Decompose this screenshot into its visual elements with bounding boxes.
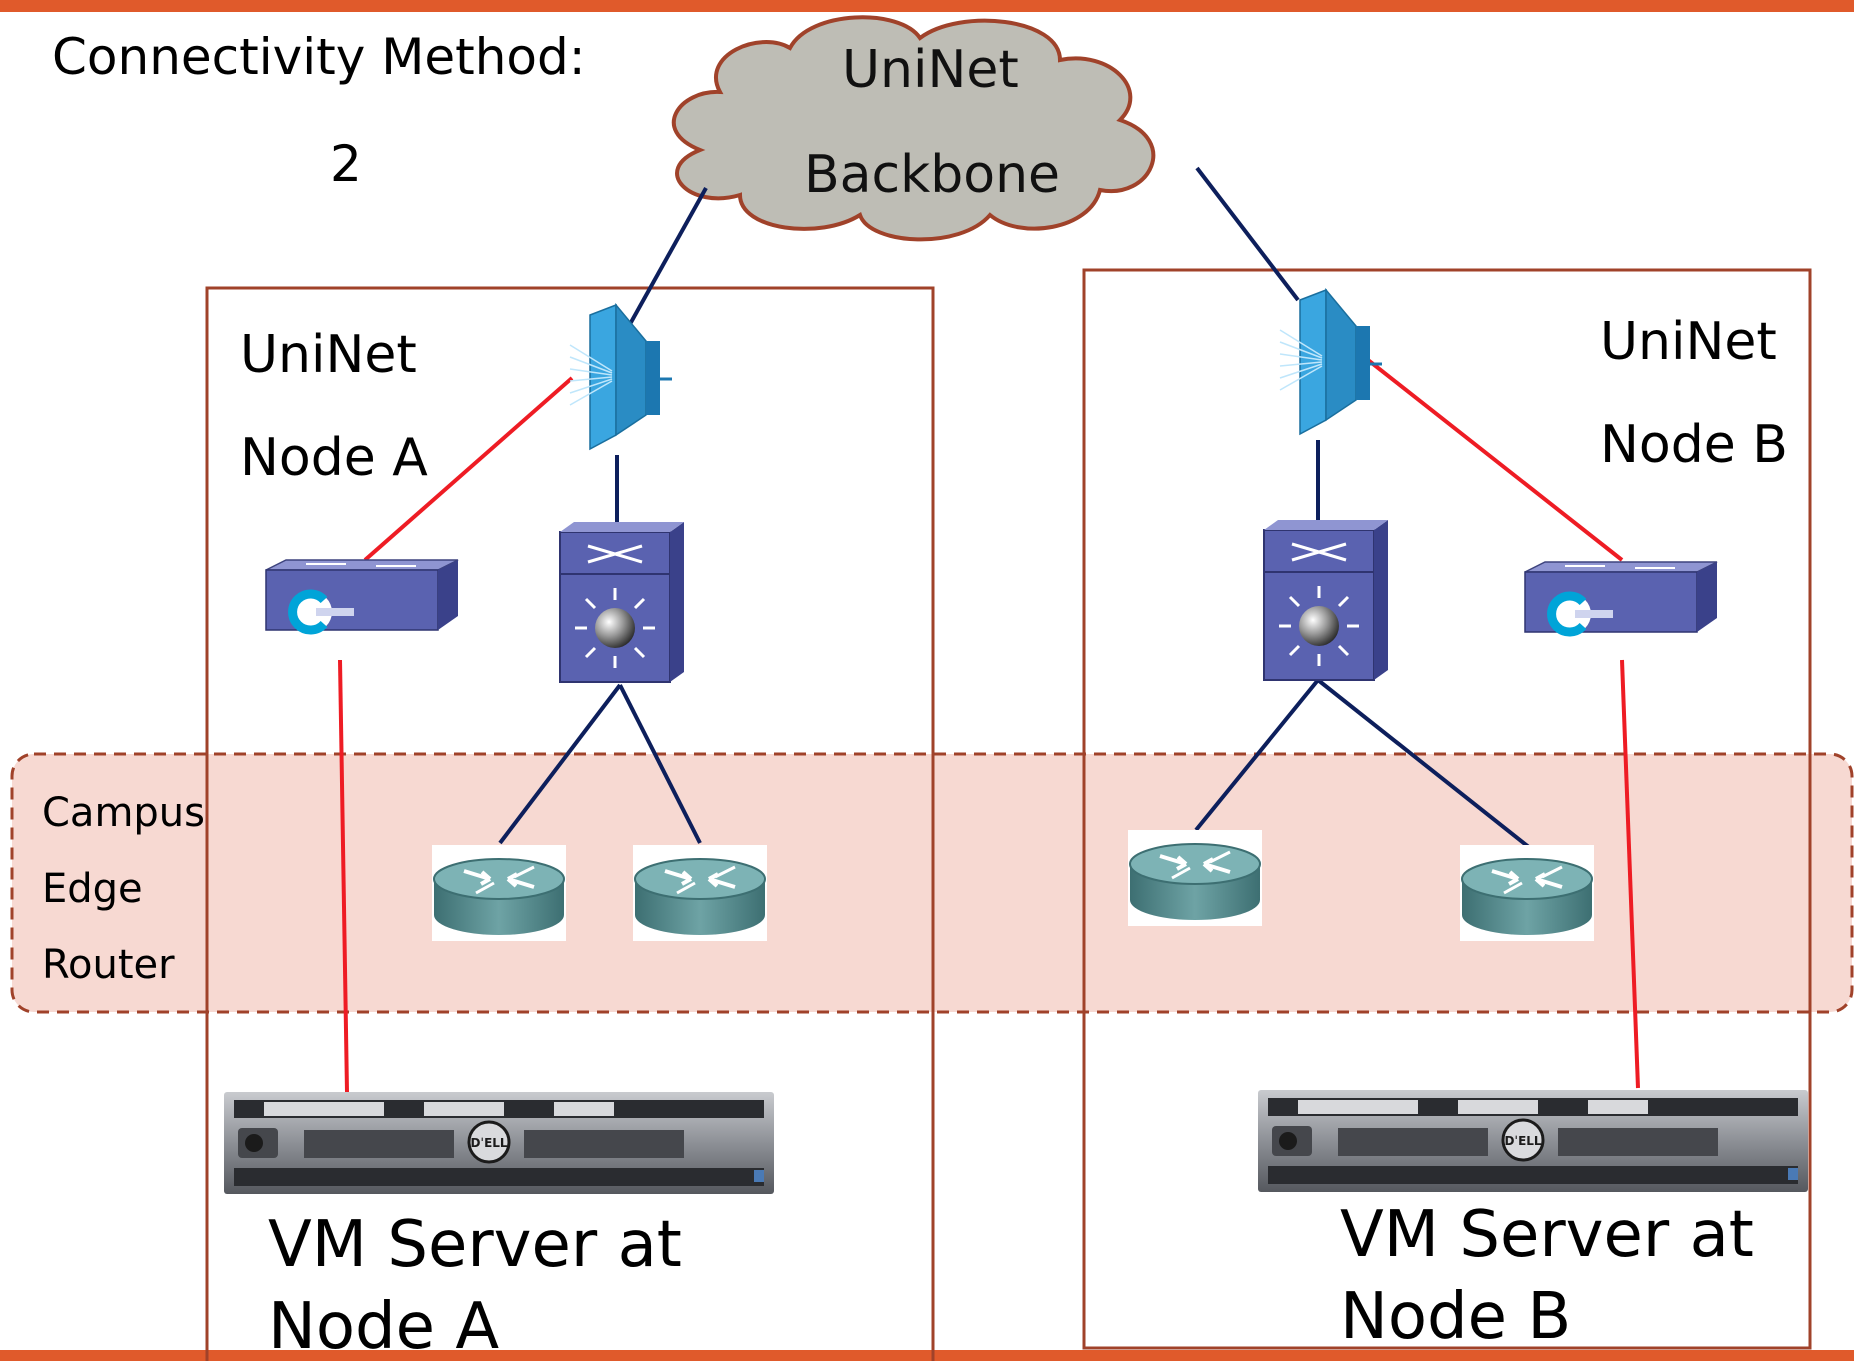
method-number: 2 <box>330 135 362 193</box>
core-router-link-a1 <box>498 683 622 845</box>
node-a-label-line2: Node A <box>240 428 428 488</box>
bottom-accent-bar <box>0 1350 1854 1361</box>
campus-label-line2: Edge <box>42 866 143 912</box>
access-switch-a-icon <box>266 560 458 632</box>
core-router-link-a2 <box>618 684 702 844</box>
red-link-b-upper <box>1366 358 1624 562</box>
server-b-label-line2: Node B <box>1340 1280 1572 1354</box>
node-a-label-line1: UniNet <box>240 325 417 385</box>
node-b-box <box>1082 268 1812 1350</box>
core-router-link-b1 <box>1194 678 1320 832</box>
node-b-label-line1: UniNet <box>1600 312 1777 372</box>
diagram-title: Connectivity Method: <box>52 28 586 86</box>
campus-router-b1-icon <box>1126 828 1264 928</box>
backbone-link-a <box>618 187 708 343</box>
campus-router-a2-icon <box>631 843 769 943</box>
access-switch-b-icon <box>1525 562 1717 634</box>
core-switch-a-icon <box>558 520 686 684</box>
cloud-label-line2: Backbone <box>804 145 1061 205</box>
campus-label-line1: Campus <box>42 790 205 836</box>
core-switch-b-icon <box>1262 518 1390 682</box>
cloud-label-line1: UniNet <box>842 40 1019 100</box>
vm-server-b-icon <box>1256 1088 1810 1194</box>
backbone-cloud <box>672 15 1156 242</box>
firewall-a-icon <box>568 303 674 451</box>
campus-router-a1-icon <box>430 843 568 943</box>
backbone-link-b <box>1195 166 1300 302</box>
red-link-b-lower <box>1620 659 1640 1089</box>
node-a-box <box>205 286 935 1361</box>
red-link-a-lower <box>338 659 349 1093</box>
server-b-label-line1: VM Server at <box>1340 1198 1754 1272</box>
vm-server-a-icon <box>222 1090 776 1196</box>
campus-label-line3: Router <box>42 942 175 988</box>
core-router-link-b2 <box>1316 678 1532 850</box>
firewall-b-icon <box>1278 288 1384 436</box>
server-a-label-line1: VM Server at <box>268 1208 682 1282</box>
server-a-label-line2: Node A <box>268 1290 500 1361</box>
red-link-a-upper <box>363 376 574 562</box>
top-accent-bar <box>0 0 1854 12</box>
campus-router-b2-icon <box>1458 843 1596 943</box>
node-b-label-line2: Node B <box>1600 415 1788 475</box>
